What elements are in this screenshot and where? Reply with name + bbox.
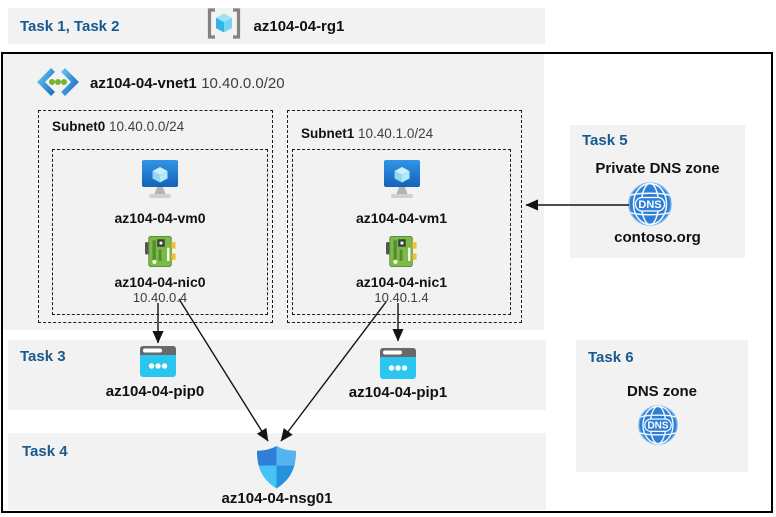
nic-icon — [386, 235, 417, 273]
vnet-cidr: 10.40.0.0/20 — [201, 75, 285, 92]
dns-icon-text: DNS — [638, 199, 661, 211]
task6-label: Task 6 — [588, 349, 634, 366]
subnet0-box — [38, 110, 273, 323]
vm0-name: az104-04-vm0 — [114, 210, 206, 226]
task3-label: Task 3 — [20, 348, 66, 365]
subnet1-cidr: 10.40.1.0/24 — [358, 126, 434, 141]
nic1-name: az104-04-nic1 — [355, 274, 448, 290]
subnet1-title: Subnet1 10.40.1.0/24 — [301, 126, 433, 141]
tasks-1-2-label: Task 1, Task 2 — [20, 17, 120, 35]
resource-group-icon — [206, 8, 242, 44]
subnet0-name: Subnet0 — [52, 119, 106, 134]
subnet1-box — [287, 110, 522, 323]
public-ip-icon — [140, 346, 176, 382]
nsg-name: az104-04-nsg01 — [221, 490, 333, 507]
pip1-name: az104-04-pip1 — [348, 384, 448, 401]
subnet0-cidr: 10.40.0.0/24 — [109, 119, 185, 134]
dns-zone-name: contoso.org — [614, 229, 701, 246]
vnet-name: az104-04-vnet1 — [90, 75, 197, 92]
task3-band: Task 3 — [8, 340, 546, 410]
vm-icon — [141, 160, 179, 209]
dns-zone-title: DNS zone — [626, 383, 697, 400]
subnet0-title: Subnet0 10.40.0.0/24 — [52, 119, 184, 134]
nsg-shield-icon — [254, 446, 299, 494]
subnet1-inner-box: az104-04-vm1 az104-04-nic1 10.40.1.4 — [292, 149, 511, 315]
dns-icon-text: DNS — [647, 421, 668, 432]
vm-icon — [383, 160, 421, 209]
vnet-header: az104-04-vnet1 10.40.0.0/20 — [36, 67, 285, 102]
header-band: Task 1, Task 2 az104-04-rg1 — [8, 8, 545, 44]
task5-label: Task 5 — [582, 132, 628, 149]
vnet-panel-background — [3, 54, 544, 330]
subnet0-inner-box: az104-04-vm0 az104-04-nic0 10.40.0.4 — [52, 149, 268, 315]
nic1-ip: 10.40.1.4 — [374, 290, 429, 305]
public-ip-icon — [380, 348, 416, 384]
subnet1-name: Subnet1 — [301, 126, 355, 141]
nic0-ip: 10.40.0.4 — [132, 290, 188, 305]
private-dns-zone-title: Private DNS zone — [595, 160, 720, 177]
task4-label: Task 4 — [22, 443, 68, 460]
vm1-name: az104-04-vm1 — [355, 210, 448, 226]
dns-icon: DNS — [638, 405, 678, 450]
pip0-name: az104-04-pip0 — [105, 383, 205, 400]
nic0-name: az104-04-nic0 — [114, 274, 206, 290]
virtual-network-icon — [36, 67, 80, 102]
nic-icon — [144, 235, 176, 273]
resource-group-name: az104-04-rg1 — [253, 17, 345, 35]
dns-icon: DNS — [628, 182, 672, 231]
